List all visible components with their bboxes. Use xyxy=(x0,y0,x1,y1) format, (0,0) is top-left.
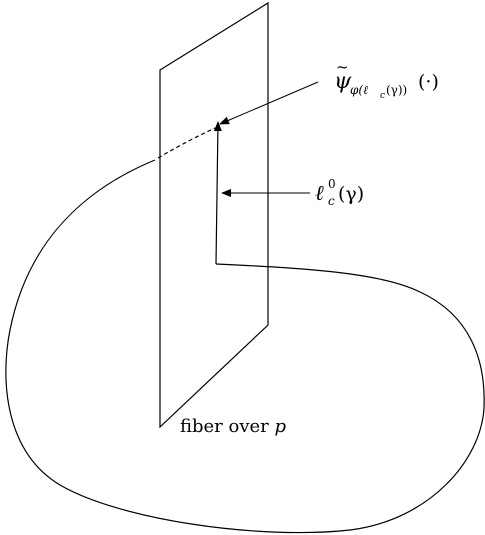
psi-args: (·) xyxy=(418,71,439,93)
ell-symbol: ℓ xyxy=(315,181,324,205)
fiber-label-text: fiber over p xyxy=(180,416,287,437)
psi-label: ~ ψ φ(ℓ c (γ)) (·) xyxy=(334,58,439,101)
fiber-label: fiber over p xyxy=(180,416,287,437)
psi-symbol: ψ xyxy=(334,69,352,94)
psi-subsubscript: c xyxy=(380,91,385,101)
psi-tilde: ~ xyxy=(336,58,349,76)
psi-pointer-arrow xyxy=(219,81,319,125)
base-space-curve xyxy=(5,159,485,534)
psi-subscript: φ(ℓ xyxy=(350,83,368,97)
ell-subscript: c xyxy=(328,194,335,208)
lifted-path-line xyxy=(213,121,222,265)
fiber-plane xyxy=(159,1,269,429)
ell-superscript: 0 xyxy=(328,177,336,191)
hidden-curve-segment xyxy=(157,127,216,159)
psi-subscript-tail: (γ)) xyxy=(386,83,407,97)
ell-label: ℓ 0 c (γ) xyxy=(315,177,364,208)
ell-args: (γ) xyxy=(338,183,364,205)
